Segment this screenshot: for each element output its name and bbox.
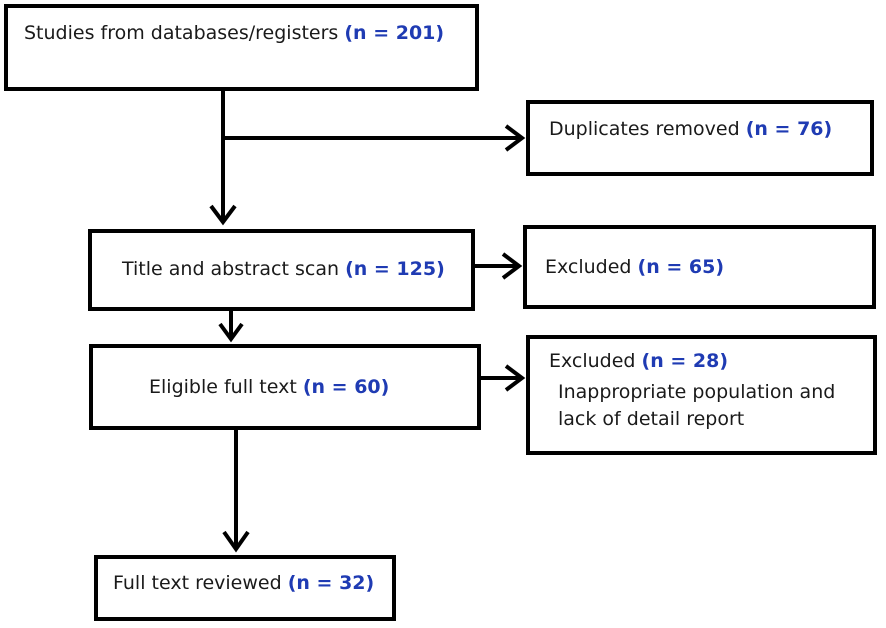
eligible-text: Eligible full text (n = 60)	[149, 376, 389, 399]
excluded-screen-text: Excluded (n = 65)	[545, 256, 724, 279]
identified-text: Studies from databases/registers (n = 20…	[24, 22, 444, 45]
arrowhead-reviewed	[222, 530, 250, 553]
identified-label: Studies from databases/registers	[24, 22, 345, 44]
identified-count: (n = 201)	[344, 22, 445, 44]
excluded-full-heading: Excluded (n = 28)	[549, 350, 728, 373]
reviewed-box	[94, 555, 396, 621]
excluded-full-reason-line2: lack of detail report	[558, 408, 745, 430]
excluded-full-reason-line1: Inappropriate population and	[558, 381, 836, 403]
arrowhead-excluded-full	[504, 364, 526, 392]
eligible-box	[89, 344, 481, 430]
arrowhead-screened	[209, 204, 237, 226]
excluded-screen-label: Excluded	[545, 256, 638, 278]
reviewed-count: (n = 32)	[287, 572, 375, 594]
screened-count: (n = 125)	[345, 258, 445, 280]
excluded-full-count: (n = 28)	[641, 350, 729, 372]
eligible-label: Eligible full text	[149, 376, 303, 398]
arrowhead-duplicates	[504, 124, 526, 152]
reviewed-text: Full text reviewed (n = 32)	[113, 572, 374, 595]
eligible-count: (n = 60)	[302, 376, 390, 398]
duplicates-box	[526, 100, 874, 176]
screened-label: Title and abstract scan	[122, 258, 346, 280]
excluded-screen-count: (n = 65)	[637, 256, 725, 278]
identified-box	[4, 4, 479, 91]
arrowhead-excluded-screen	[501, 252, 523, 280]
duplicates-label: Duplicates removed	[549, 118, 746, 140]
reviewed-label: Full text reviewed	[113, 572, 288, 594]
excluded-full-label: Excluded	[549, 350, 642, 372]
duplicates-text: Duplicates removed (n = 76)	[549, 118, 832, 141]
excluded-screen-box	[523, 225, 876, 309]
screened-text: Title and abstract scan (n = 125)	[122, 258, 445, 281]
excluded-full-box	[526, 335, 877, 455]
duplicates-count: (n = 76)	[745, 118, 833, 140]
screened-box	[88, 229, 475, 311]
arrowhead-eligible	[218, 322, 244, 343]
